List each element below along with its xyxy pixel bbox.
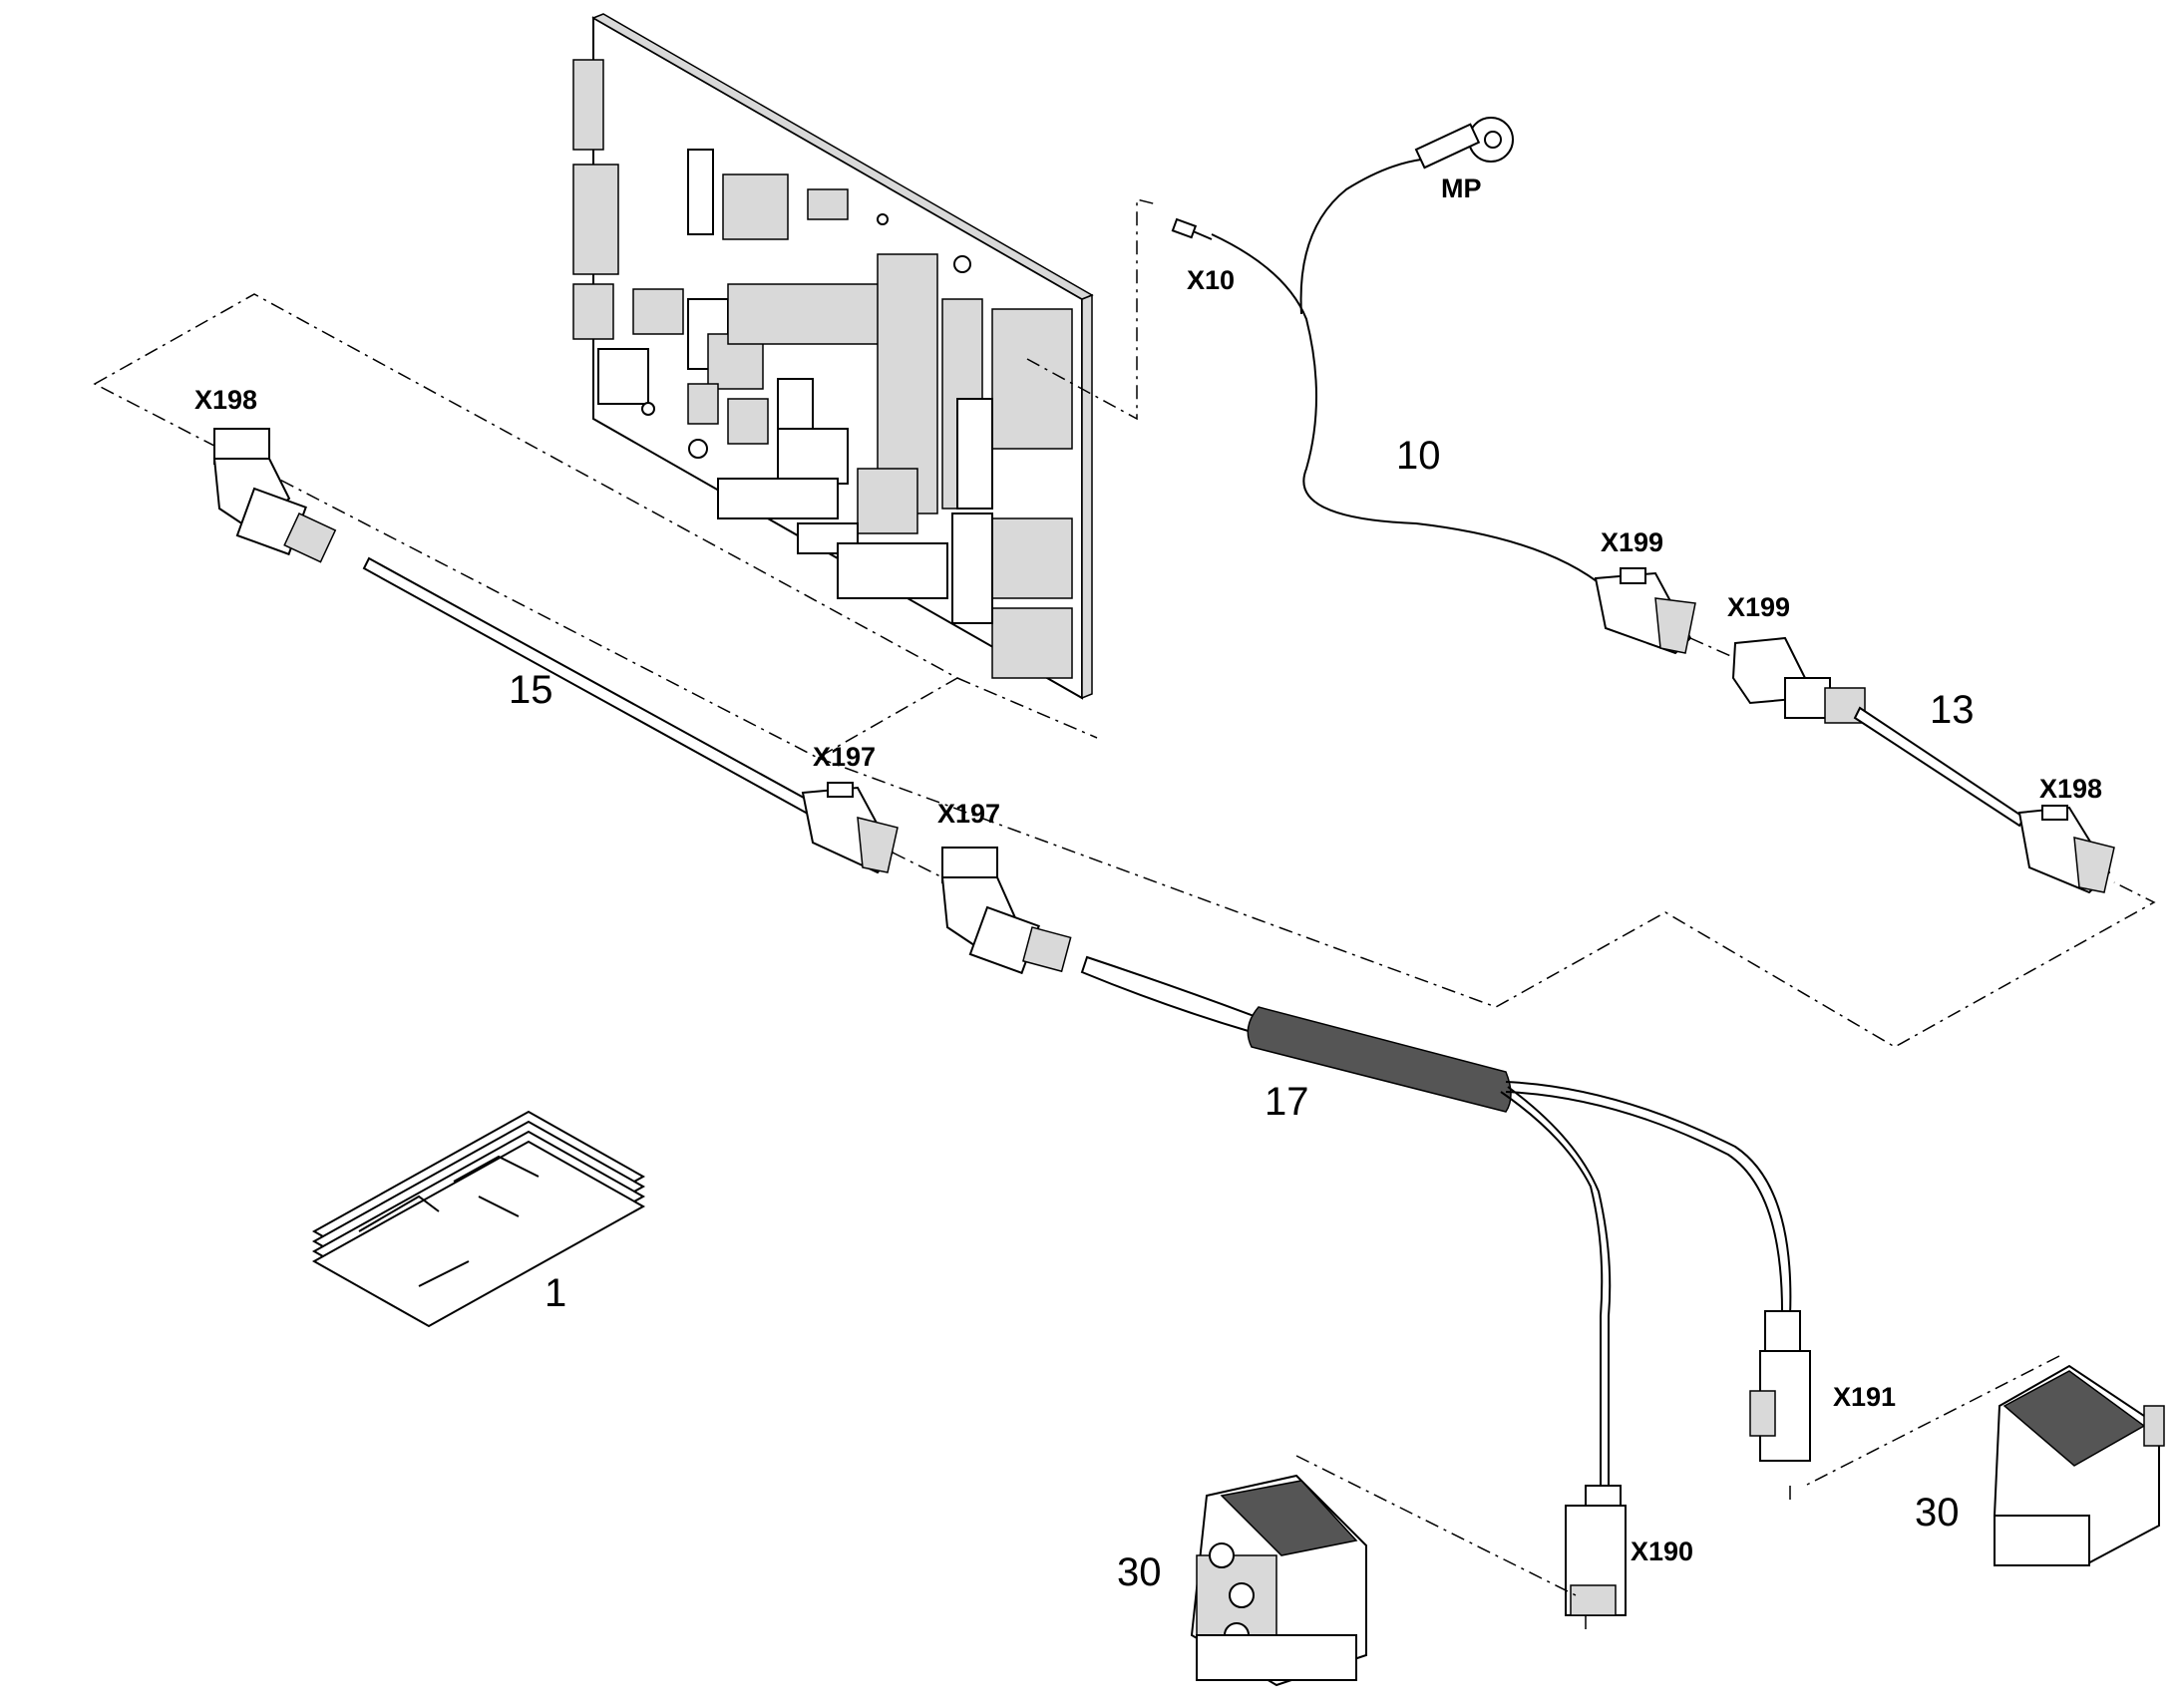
item-number-15: 15 [509, 668, 553, 712]
module-30-right [1789, 1355, 2165, 1567]
connector-x199-top [1594, 567, 1696, 655]
item-number-30-right: 30 [1915, 1491, 1960, 1535]
label-x197-left: X197 [813, 742, 876, 772]
label-x190: X190 [1631, 1537, 1693, 1566]
connector-x197-left [801, 782, 899, 874]
cable-17 [892, 847, 1811, 1616]
label-x199-top: X199 [1601, 527, 1663, 557]
label-x198-left: X198 [194, 385, 257, 415]
label-x10: X10 [1187, 265, 1235, 295]
label-x191: X191 [1833, 1382, 1896, 1412]
connector-x197-right [940, 847, 1072, 975]
connector-x198-left [212, 428, 337, 563]
connector-x199-right [1731, 636, 1866, 724]
assembly-outline-harness [817, 757, 2156, 1048]
documentation-booklet [311, 1110, 646, 1328]
label-x198-right: X198 [2039, 774, 2102, 804]
label-mp: MP [1441, 173, 1482, 203]
item-number-10: 10 [1396, 434, 1441, 478]
item-number-30-left: 30 [1117, 1550, 1162, 1594]
cable-15 [212, 428, 899, 874]
item-number-1: 1 [545, 1271, 566, 1315]
label-x197-right: X197 [937, 799, 1000, 829]
circuit-board [572, 13, 1158, 700]
module-30-left [1190, 1455, 1587, 1687]
assembly-outline-lower [956, 677, 1098, 739]
item-number-13: 13 [1930, 688, 1975, 732]
cable-10 [1171, 117, 1607, 589]
connector-x198-right [2017, 805, 2115, 894]
label-x199-right: X199 [1727, 592, 1790, 622]
item-number-17: 17 [1265, 1080, 1309, 1124]
cable-13 [1689, 636, 2115, 894]
connector-x191 [1749, 1310, 1811, 1462]
connector-x190 [1565, 1485, 1627, 1616]
